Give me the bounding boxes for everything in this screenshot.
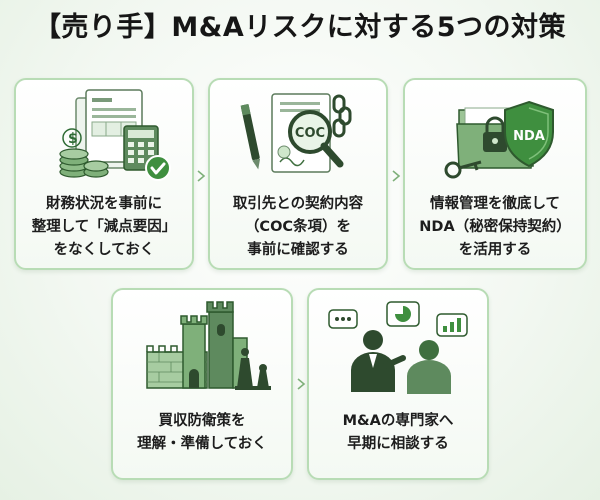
step-text-4: 買収防衛策を 理解・準備しておく (117, 410, 287, 456)
arrow-right-icon (392, 170, 401, 182)
arrow-right-icon (197, 170, 206, 182)
castle-chess-icon (146, 301, 271, 390)
step-text-1: 財務状況を事前に 整理して「減点要因」 をなくしておく (20, 193, 188, 262)
step-line: M&Aの専門家へ (342, 413, 454, 429)
step-card-4: 買収防衛策を 理解・準備しておく (111, 288, 293, 480)
step-card-3: NDA 情報管理を徹底して NDA（秘密保持契約） を活用する (403, 78, 587, 270)
step-line: 情報管理を徹底して (429, 196, 561, 212)
step-line: 整理して「減点要因」 (31, 219, 177, 235)
step-line: をなくしておく (53, 242, 155, 258)
step-line: （COC条項）を (244, 219, 352, 235)
step-line: NDA（秘密保持契約） (419, 219, 571, 235)
step-card-2: COC 取引先との契約内容 （COC条項）を 事前に確認する (208, 78, 388, 270)
contract-magnifier-icon: COC (240, 93, 352, 173)
page-title: 【売り手】M&Aリスクに対する5つの対策 (33, 12, 567, 43)
consultation-icon (328, 301, 468, 394)
step-text-3: 情報管理を徹底して NDA（秘密保持契約） を活用する (409, 193, 581, 262)
step-line: 早期に相談する (347, 436, 449, 452)
step-line: 買収防衛策を (158, 413, 246, 429)
svg-text:$: $ (68, 131, 78, 147)
nda-shield-icon: NDA (444, 100, 554, 179)
step-text-5: M&Aの専門家へ 早期に相談する (313, 410, 483, 456)
financial-documents-icon: $ (59, 89, 171, 181)
step-line: 財務状況を事前に (46, 196, 162, 212)
step-text-2: 取引先との契約内容 （COC条項）を 事前に確認する (214, 193, 382, 262)
step-line: 取引先との契約内容 (232, 196, 364, 212)
step-card-5: M&Aの専門家へ 早期に相談する (307, 288, 489, 480)
coc-badge: COC (295, 126, 325, 141)
step-line: 理解・準備しておく (137, 436, 267, 452)
step-line: 事前に確認する (247, 242, 349, 258)
step-card-1: $ 財務状況を事前に 整理して「減点要因」 をなくしておく (14, 78, 194, 270)
nda-badge: NDA (513, 129, 545, 144)
arrow-right-icon (297, 378, 306, 390)
step-line: を活用する (458, 242, 532, 258)
